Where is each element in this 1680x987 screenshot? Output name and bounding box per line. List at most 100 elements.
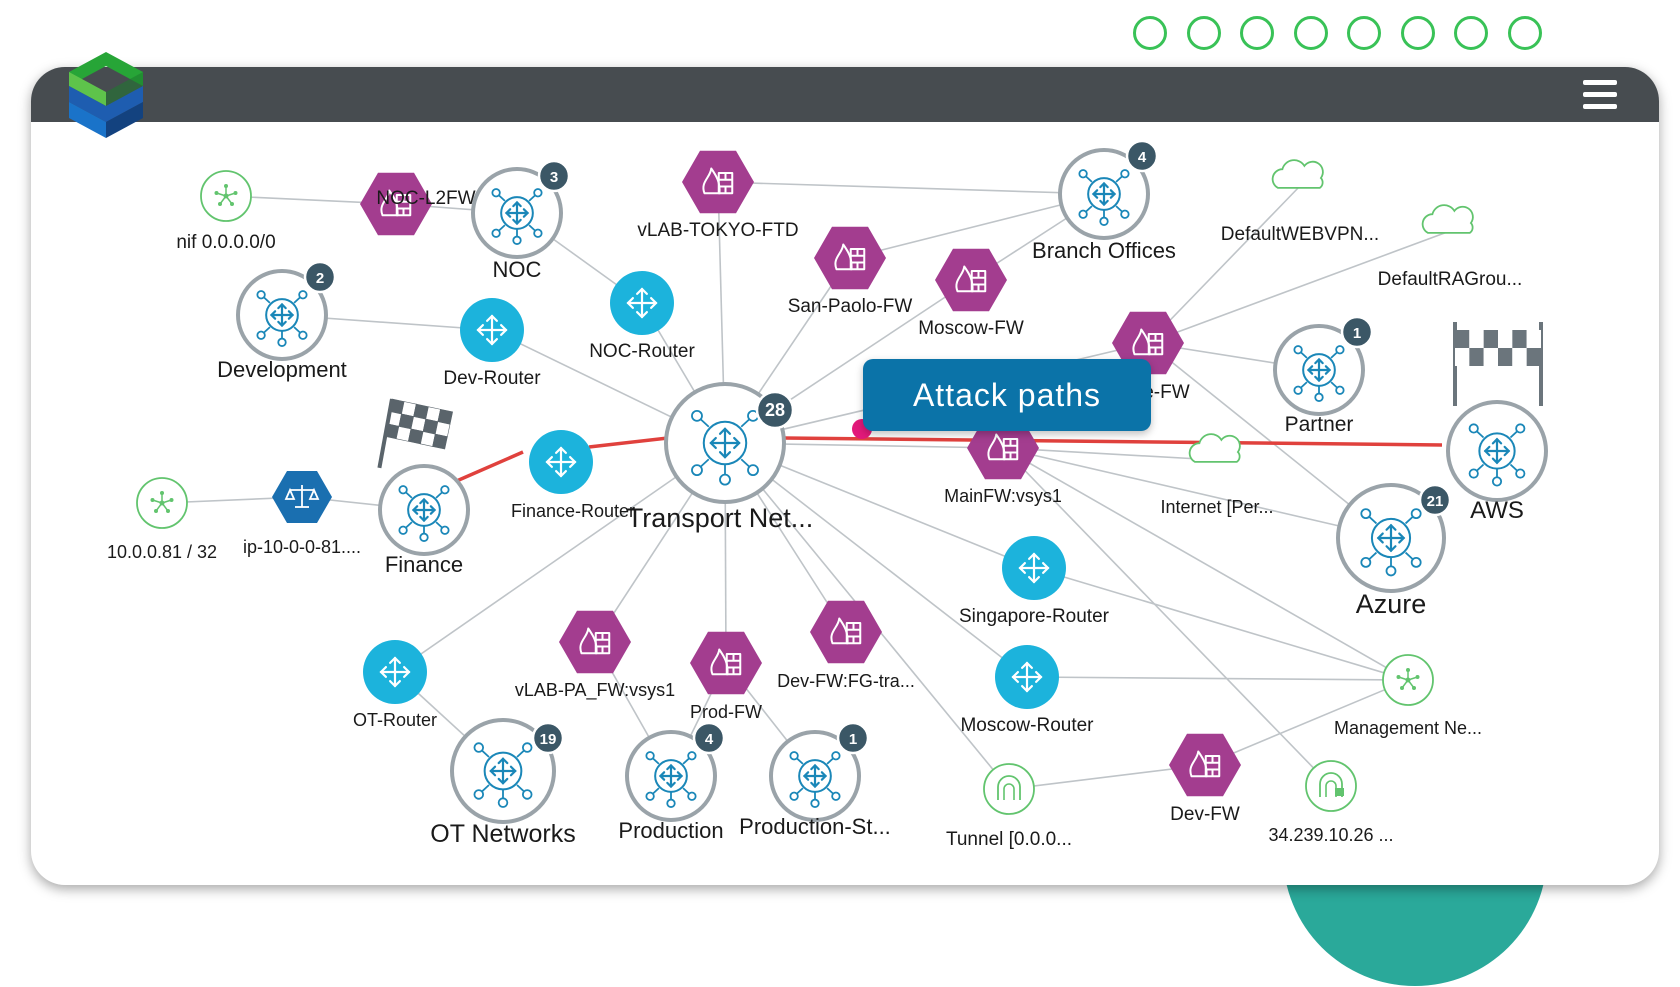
node-ot-router[interactable]: OT-Router <box>353 640 437 730</box>
badge-count: 28 <box>765 400 785 420</box>
cloud-icon <box>1188 433 1241 463</box>
node-aws[interactable]: AWS <box>1446 400 1548 524</box>
node-label: vLAB-TOKYO-FTD <box>637 220 798 241</box>
pager-dot[interactable] <box>1133 16 1167 50</box>
node-vlab-pa-fw[interactable]: vLAB-PA_FW:vsys1 <box>515 610 675 701</box>
nodes: nif 0.0.0.0/0NOC-L2FW-ASA3NOCvLAB-TOKYO-… <box>107 139 1548 850</box>
scale-icon <box>272 471 332 523</box>
node-moscow-fw[interactable]: Moscow-FW <box>918 248 1024 339</box>
cluster-icon <box>1293 345 1345 402</box>
node-moscow-router[interactable]: Moscow-Router <box>960 645 1094 736</box>
pager-dot[interactable] <box>1240 16 1274 50</box>
node-vlab-tokyo-ftd[interactable]: vLAB-TOKYO-FTD <box>637 150 799 241</box>
count-badge: 4 <box>1125 139 1159 173</box>
node-default-ragroup[interactable]: DefaultRAGrou... <box>1378 204 1523 290</box>
network-icon <box>200 170 252 222</box>
link-moscow_router-management_net <box>1026 676 1409 681</box>
node-production-st[interactable]: 1Production-St... <box>739 721 891 839</box>
link-mainfw-azure <box>1002 447 1392 539</box>
badge-count: 2 <box>316 270 324 287</box>
node-ip-34[interactable]: 34.239.10.26 ... <box>1268 760 1394 845</box>
node-label: Transport Net... <box>627 503 814 533</box>
node-finance-router[interactable]: Finance-Router <box>511 430 635 521</box>
node-label: MainFW:vsys1 <box>944 486 1062 506</box>
node-label: Dev-FW <box>1170 804 1240 825</box>
attack-path-segment-2 <box>783 436 1443 447</box>
pager-dot[interactable] <box>1347 16 1381 50</box>
finish-flag-icon <box>377 398 454 469</box>
node-label: NOC-Router <box>589 341 695 362</box>
node-label: San-Paolo-FW <box>788 296 913 317</box>
node-label: DefaultRAGrou... <box>1378 269 1523 290</box>
node-label: AWS <box>1470 497 1524 524</box>
node-label: ip-10-0-0-81.... <box>243 537 361 557</box>
link-dev_fw-management_net <box>1204 679 1409 766</box>
cloud-icon <box>1421 204 1474 234</box>
link-mainfw-internet <box>1002 447 1218 461</box>
tunnel-icon <box>983 763 1035 815</box>
node-default-webvpn[interactable]: DefaultWEBVPN... <box>1221 159 1379 245</box>
node-san-paolo-fw[interactable]: San-Paolo-FW <box>788 226 913 317</box>
node-management-net[interactable]: Management Ne... <box>1334 654 1482 738</box>
lock-tunnel-icon <box>1305 760 1357 812</box>
node-ip-10[interactable]: ip-10-0-0-81.... <box>243 471 361 557</box>
node-label: 34.239.10.26 ... <box>1268 825 1393 845</box>
link-mainfw-ip_34 <box>1002 447 1332 787</box>
cluster-icon <box>491 188 543 245</box>
pager-dot[interactable] <box>1186 16 1221 50</box>
node-noc-router[interactable]: NOC-Router <box>589 271 695 362</box>
count-badge: 4 <box>692 721 726 755</box>
pager-dot[interactable] <box>1507 16 1542 50</box>
badge-count: 1 <box>1353 325 1361 342</box>
count-badge: 3 <box>537 159 571 193</box>
node-net-10[interactable]: 10.0.0.81 / 32 <box>107 477 217 562</box>
network-icon <box>1382 654 1434 706</box>
attack-path-segment-0 <box>451 450 524 485</box>
node-dev-fw-fg[interactable]: Dev-FW:FG-tra... <box>777 600 915 691</box>
firewall-icon <box>814 226 886 290</box>
links <box>161 181 1451 790</box>
node-label: 10.0.0.81 / 32 <box>107 542 217 562</box>
node-label: Dev-FW:FG-tra... <box>777 671 915 691</box>
firewall-icon <box>967 416 1039 480</box>
node-label: Management Ne... <box>1334 718 1482 738</box>
count-badge: 21 <box>1418 483 1452 517</box>
cluster-icon <box>1360 508 1422 577</box>
badge-count: 19 <box>540 731 557 748</box>
pager-dot[interactable] <box>1293 16 1328 50</box>
attack-paths-callout[interactable]: Attack paths <box>863 359 1151 431</box>
firewall-icon <box>682 150 754 214</box>
node-label: Development <box>217 357 347 382</box>
node-nif[interactable]: nif 0.0.0.0/0 <box>176 170 276 253</box>
network-map: nif 0.0.0.0/0NOC-L2FW-ASA3NOCvLAB-TOKYO-… <box>107 139 1548 850</box>
node-tunnel[interactable]: Tunnel [0.0.0... <box>946 763 1072 850</box>
badge-count: 4 <box>705 731 714 748</box>
node-dev-router[interactable]: Dev-Router <box>443 298 541 389</box>
node-label: Moscow-Router <box>960 715 1094 736</box>
node-mainfw[interactable]: MainFW:vsys1 <box>944 416 1062 506</box>
node-label: Branch Offices <box>1032 238 1176 263</box>
node-label: Production-St... <box>739 814 891 839</box>
node-prod-fw[interactable]: Prod-FW <box>690 631 762 722</box>
firewall-icon <box>1169 733 1241 797</box>
link-singapore_fw-default_webvpn <box>1147 185 1301 344</box>
firewall-icon <box>935 248 1007 312</box>
node-finance[interactable]: Finance <box>378 464 470 577</box>
node-internet[interactable]: Internet [Per... <box>1160 433 1274 517</box>
node-singapore-router[interactable]: Singapore-Router <box>959 536 1110 627</box>
pager-dot[interactable] <box>1454 16 1488 50</box>
link-singapore_fw-default_ragroup <box>1147 230 1451 344</box>
firewall-icon <box>1112 311 1184 375</box>
node-dev-fw[interactable]: Dev-FW <box>1169 733 1241 825</box>
pager-dot[interactable] <box>1400 16 1435 50</box>
router-icon <box>610 271 674 335</box>
hamburger-menu-icon[interactable] <box>1583 80 1617 110</box>
